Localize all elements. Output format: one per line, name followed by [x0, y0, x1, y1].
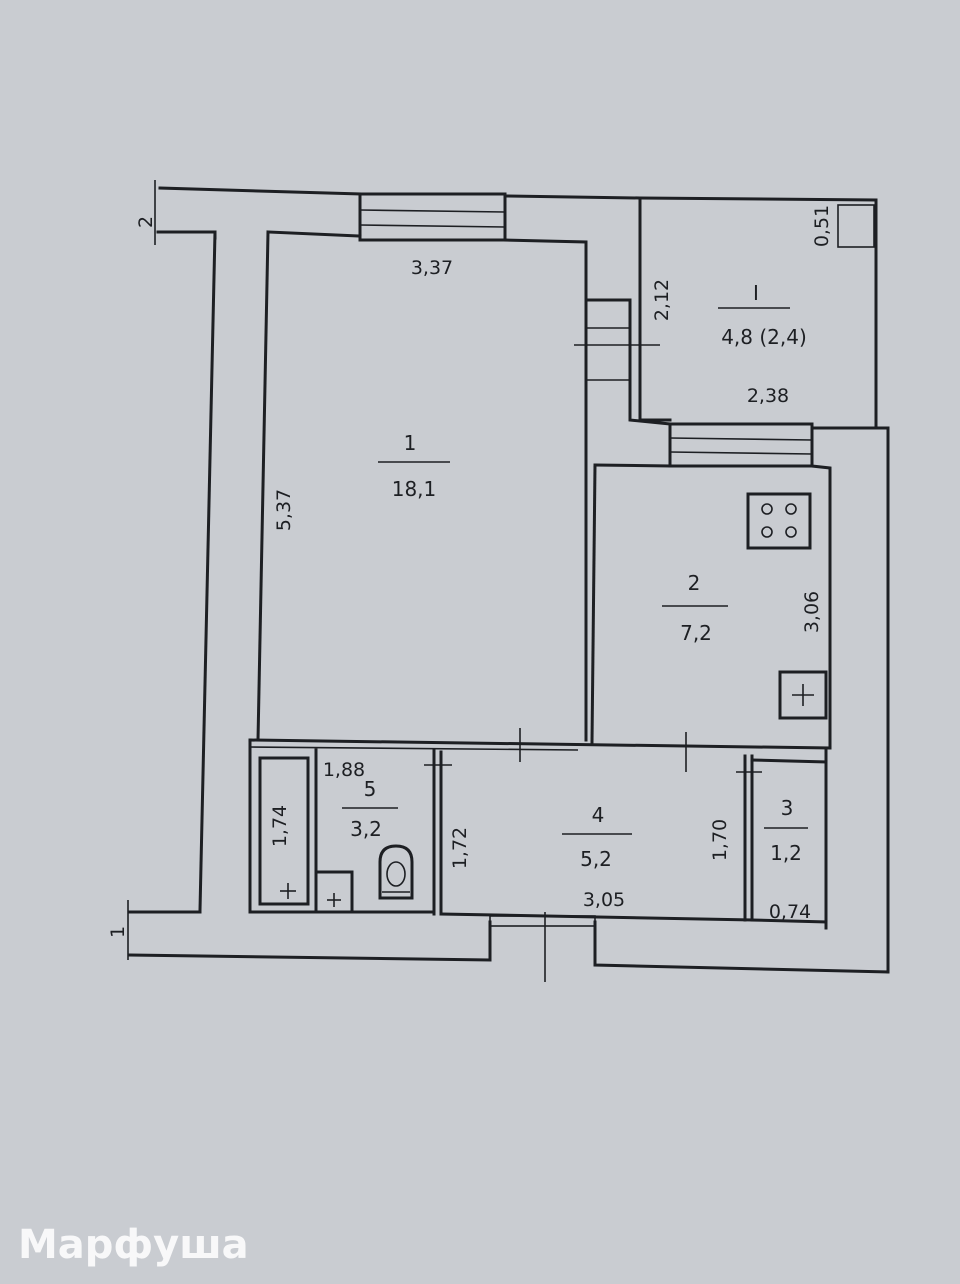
bottom-wall-right [593, 920, 890, 974]
room1-area: 18,1 [392, 477, 437, 501]
dim-room5-width: 1,88 [323, 759, 365, 781]
dim-room1-width: 3,37 [411, 257, 453, 279]
kitchen-sink-icon [778, 670, 828, 720]
dim-room4-width: 3,05 [583, 889, 625, 911]
room3-number: 3 [781, 796, 794, 820]
toilet-icon [378, 844, 414, 900]
dim-room2-length: 3,06 [801, 591, 823, 633]
room4-area: 5,2 [580, 847, 612, 871]
dim-room3-depth: 1,70 [709, 819, 731, 861]
bottom-wall-left [128, 920, 492, 962]
dim-room3-width: 0,74 [769, 901, 811, 923]
room1-number: 1 [404, 431, 417, 455]
balcony-niche [837, 204, 875, 248]
dim-room1-length: 5,37 [273, 489, 295, 531]
dim-bath-length: 1,74 [269, 805, 291, 847]
window-kitchen [668, 422, 814, 468]
watermark-text: Марфуша [18, 1222, 249, 1268]
balcony-number: I [753, 281, 759, 305]
top-wall-left [158, 186, 362, 196]
room4-number: 4 [592, 803, 605, 827]
dim-balcony-height: 2,12 [651, 279, 673, 321]
left-outer-wall [198, 230, 217, 912]
stove-icon [746, 492, 812, 550]
hall-bottom-wall [439, 912, 754, 922]
balcony-area: 4,8 (2,4) [721, 325, 807, 349]
room2-area: 7,2 [680, 621, 712, 645]
kitchen-left-wall [590, 463, 597, 744]
dim-balcony-niche: 0,51 [811, 205, 833, 247]
balcony-pier [584, 298, 672, 426]
washbasin-icon [314, 870, 354, 914]
room-labels: 1 18,1 2 7,2 3 1,2 4 5,2 5 3,2 I 4,8 (2,… [342, 281, 808, 871]
windows [358, 192, 814, 927]
kitchen-right-wall [810, 464, 832, 750]
dimensions: 3,37 5,37 2,12 2,38 0,51 3,06 1,88 1,74 … [269, 205, 833, 923]
dim-balcony-width: 2,38 [747, 385, 789, 407]
closet-top-wall [750, 758, 828, 764]
dim-room5-depth: 1,72 [449, 827, 471, 869]
walls [127, 180, 890, 982]
wall-mark-bottom: 1 [107, 926, 129, 938]
window-room1 [358, 192, 507, 242]
entry-opening [489, 915, 596, 927]
kitchen-top-left [593, 463, 672, 468]
window-kitchen-pane2 [669, 451, 813, 455]
corridor-top-wall [248, 738, 832, 750]
room1-left-wall [256, 230, 270, 742]
room1-right-wall [503, 238, 588, 742]
wall-mark-top: 2 [135, 216, 157, 228]
room5-number: 5 [364, 777, 377, 801]
room5-area: 3,2 [350, 817, 382, 841]
corridor-top-inner [249, 746, 579, 751]
window-room1-pane1 [359, 209, 506, 213]
window-kitchen-pane1 [669, 437, 813, 441]
bathtub-icon [258, 756, 310, 906]
window-room1-pane2 [359, 224, 506, 228]
closet-bottom-wall [750, 918, 828, 924]
room2-number: 2 [688, 571, 701, 595]
room3-area: 1,2 [770, 841, 802, 865]
fixtures [258, 492, 828, 914]
room1-top-left [266, 230, 362, 238]
